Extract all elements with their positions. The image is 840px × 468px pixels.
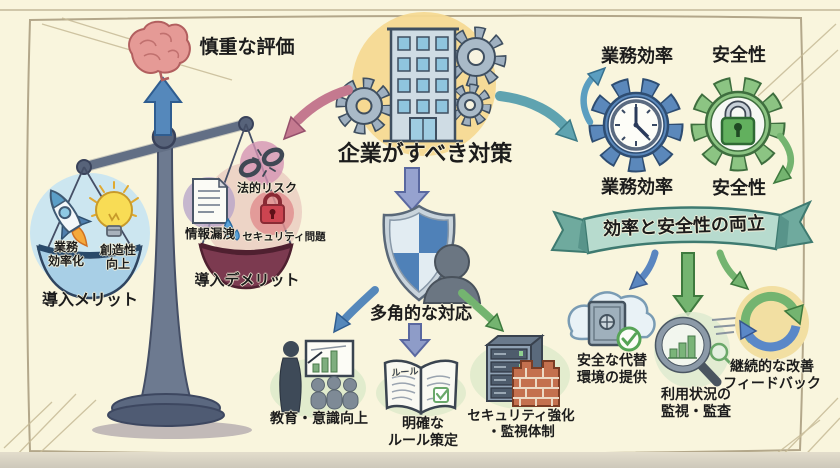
arrow-to-scale xyxy=(282,85,353,141)
paper-edge-top xyxy=(0,9,840,11)
arrow-to-shield xyxy=(393,167,431,212)
company-illustration xyxy=(335,12,507,156)
center-title: 企業がすべき対策 xyxy=(337,141,513,166)
feedback-label: 継続的な改善 フィードバック xyxy=(723,358,821,391)
book-page-text: ルール xyxy=(391,366,419,378)
arrow-to-efficiency xyxy=(495,91,579,143)
arrow-to-alternative xyxy=(628,249,659,291)
lock-icon xyxy=(720,100,756,146)
merit-pan-label: 導入メリット xyxy=(41,292,138,309)
demerit-pan-label: 導入デメリット xyxy=(194,272,300,289)
brain-icon xyxy=(128,20,191,82)
safety-gear xyxy=(690,76,786,172)
response-label: 多角的な対応 xyxy=(370,304,472,323)
demerit-pan xyxy=(198,242,294,290)
demerit-legal-label: 法的リスク xyxy=(236,181,297,195)
gear-icon xyxy=(448,83,492,127)
safety-cycle-arrow xyxy=(772,132,795,185)
server-firewall-icon xyxy=(470,333,570,409)
education-label: 教育・意識向上 xyxy=(270,410,368,426)
safety-bottom-label: 安全性 xyxy=(712,178,766,198)
building-icon xyxy=(383,27,463,143)
alternative-label: 安全な代替 環境の提供 xyxy=(577,352,647,385)
arrow-to-feedback xyxy=(716,249,750,291)
efficiency-gear xyxy=(588,77,684,173)
document-leak-icon xyxy=(183,177,240,241)
gear-icon xyxy=(445,26,507,88)
demerit-leak-label: 情報漏洩 xyxy=(184,227,235,241)
shield-person-icon xyxy=(382,204,482,304)
frame xyxy=(3,14,840,468)
demerit-security-label: セキュリティ問題 xyxy=(242,231,326,243)
rulebook-icon xyxy=(376,359,466,417)
merit-item-bulb-label: 創造性 向上 xyxy=(99,243,136,272)
broken-chain-icon xyxy=(238,141,285,185)
evaluation-label: 慎重な評価 xyxy=(199,37,295,58)
cloud-safe-icon xyxy=(567,291,656,352)
efficiency-cycle-arrow xyxy=(580,66,607,126)
magnifier-audit-icon xyxy=(654,312,739,388)
banner-ribbon xyxy=(550,199,814,255)
monitoring-label: 利用状況の 監視・監査 xyxy=(661,386,731,419)
arrow-to-rules xyxy=(398,323,432,358)
education-icon xyxy=(270,339,366,418)
safety-top-label: 安全性 xyxy=(712,45,766,65)
lightbulb-icon xyxy=(89,181,139,237)
efficiency-bottom-label: 業務効率 xyxy=(601,177,673,197)
efficiency-top-label: 業務効率 xyxy=(601,46,673,66)
balance-scale xyxy=(30,116,302,439)
rocket-icon xyxy=(49,189,93,248)
arrow-to-brain xyxy=(143,76,183,136)
scale-shadow xyxy=(92,421,252,439)
paper-edge-bottom xyxy=(0,452,840,468)
arrow-to-education xyxy=(333,286,379,334)
gear-icon xyxy=(335,77,393,135)
arrow-to-security xyxy=(458,289,505,333)
merit-item-rocket-label: 業務 効率化 xyxy=(47,240,84,269)
feedback-cycle-icon xyxy=(735,286,809,360)
merit-pan xyxy=(36,244,143,300)
arrow-to-monitoring xyxy=(672,252,704,317)
security-label: セキュリティ強化 ・監視体制 xyxy=(467,408,575,439)
rules-label: 明確な ルール策定 xyxy=(388,415,458,448)
lock-problem-icon xyxy=(250,191,294,235)
